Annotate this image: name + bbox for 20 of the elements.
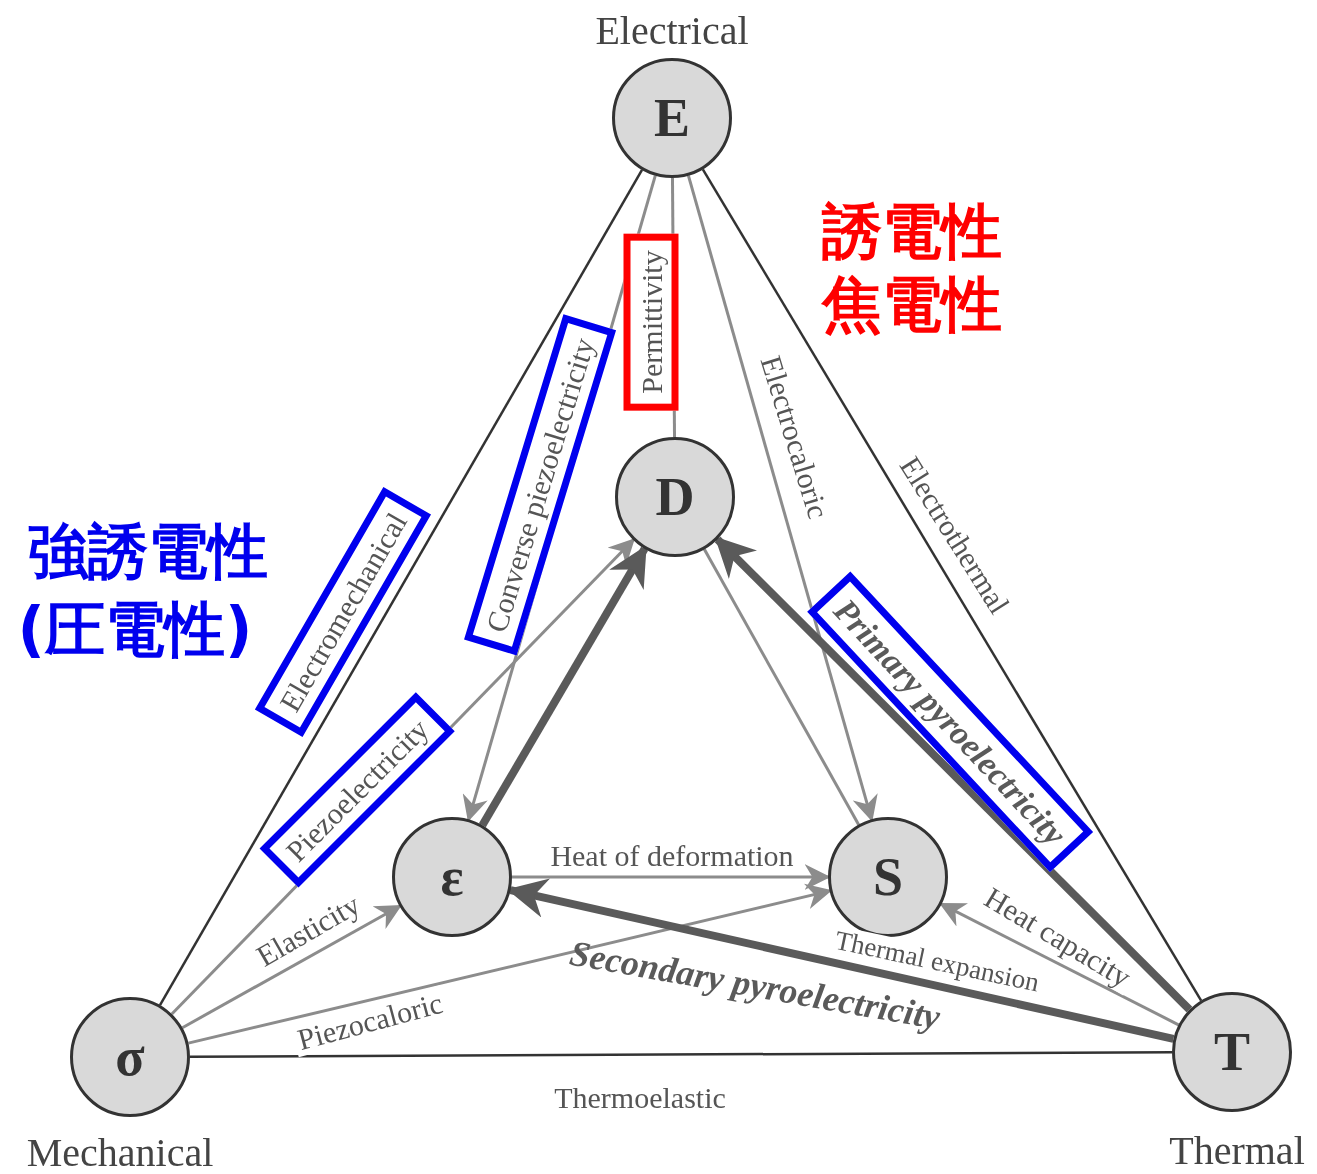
arrow: [686, 175, 878, 822]
connector-line: [158, 169, 644, 1006]
annotation-text: 誘電性: [822, 194, 1002, 268]
arrow: [181, 904, 402, 1030]
connector-line: [190, 1051, 1172, 1058]
connector-line: [703, 548, 860, 826]
arrow: [939, 902, 1180, 1027]
arrow: [478, 545, 649, 828]
domain-label: Thermal: [1169, 1126, 1305, 1174]
variable-symbol: σ: [115, 1026, 145, 1088]
highlighted-label: Permittivity: [623, 233, 679, 411]
domain-label: Mechanical: [26, 1128, 214, 1174]
variable-symbol: T: [1214, 1021, 1250, 1083]
variable-symbol: E: [654, 87, 690, 149]
arrow: [714, 536, 1193, 1013]
connector-line: [701, 168, 1203, 1002]
annotation-text: (圧電性): [17, 592, 253, 666]
annotation-text: 焦電性: [822, 267, 1002, 341]
variable-symbol: D: [655, 466, 695, 528]
domain-label: Electrical: [595, 6, 749, 54]
